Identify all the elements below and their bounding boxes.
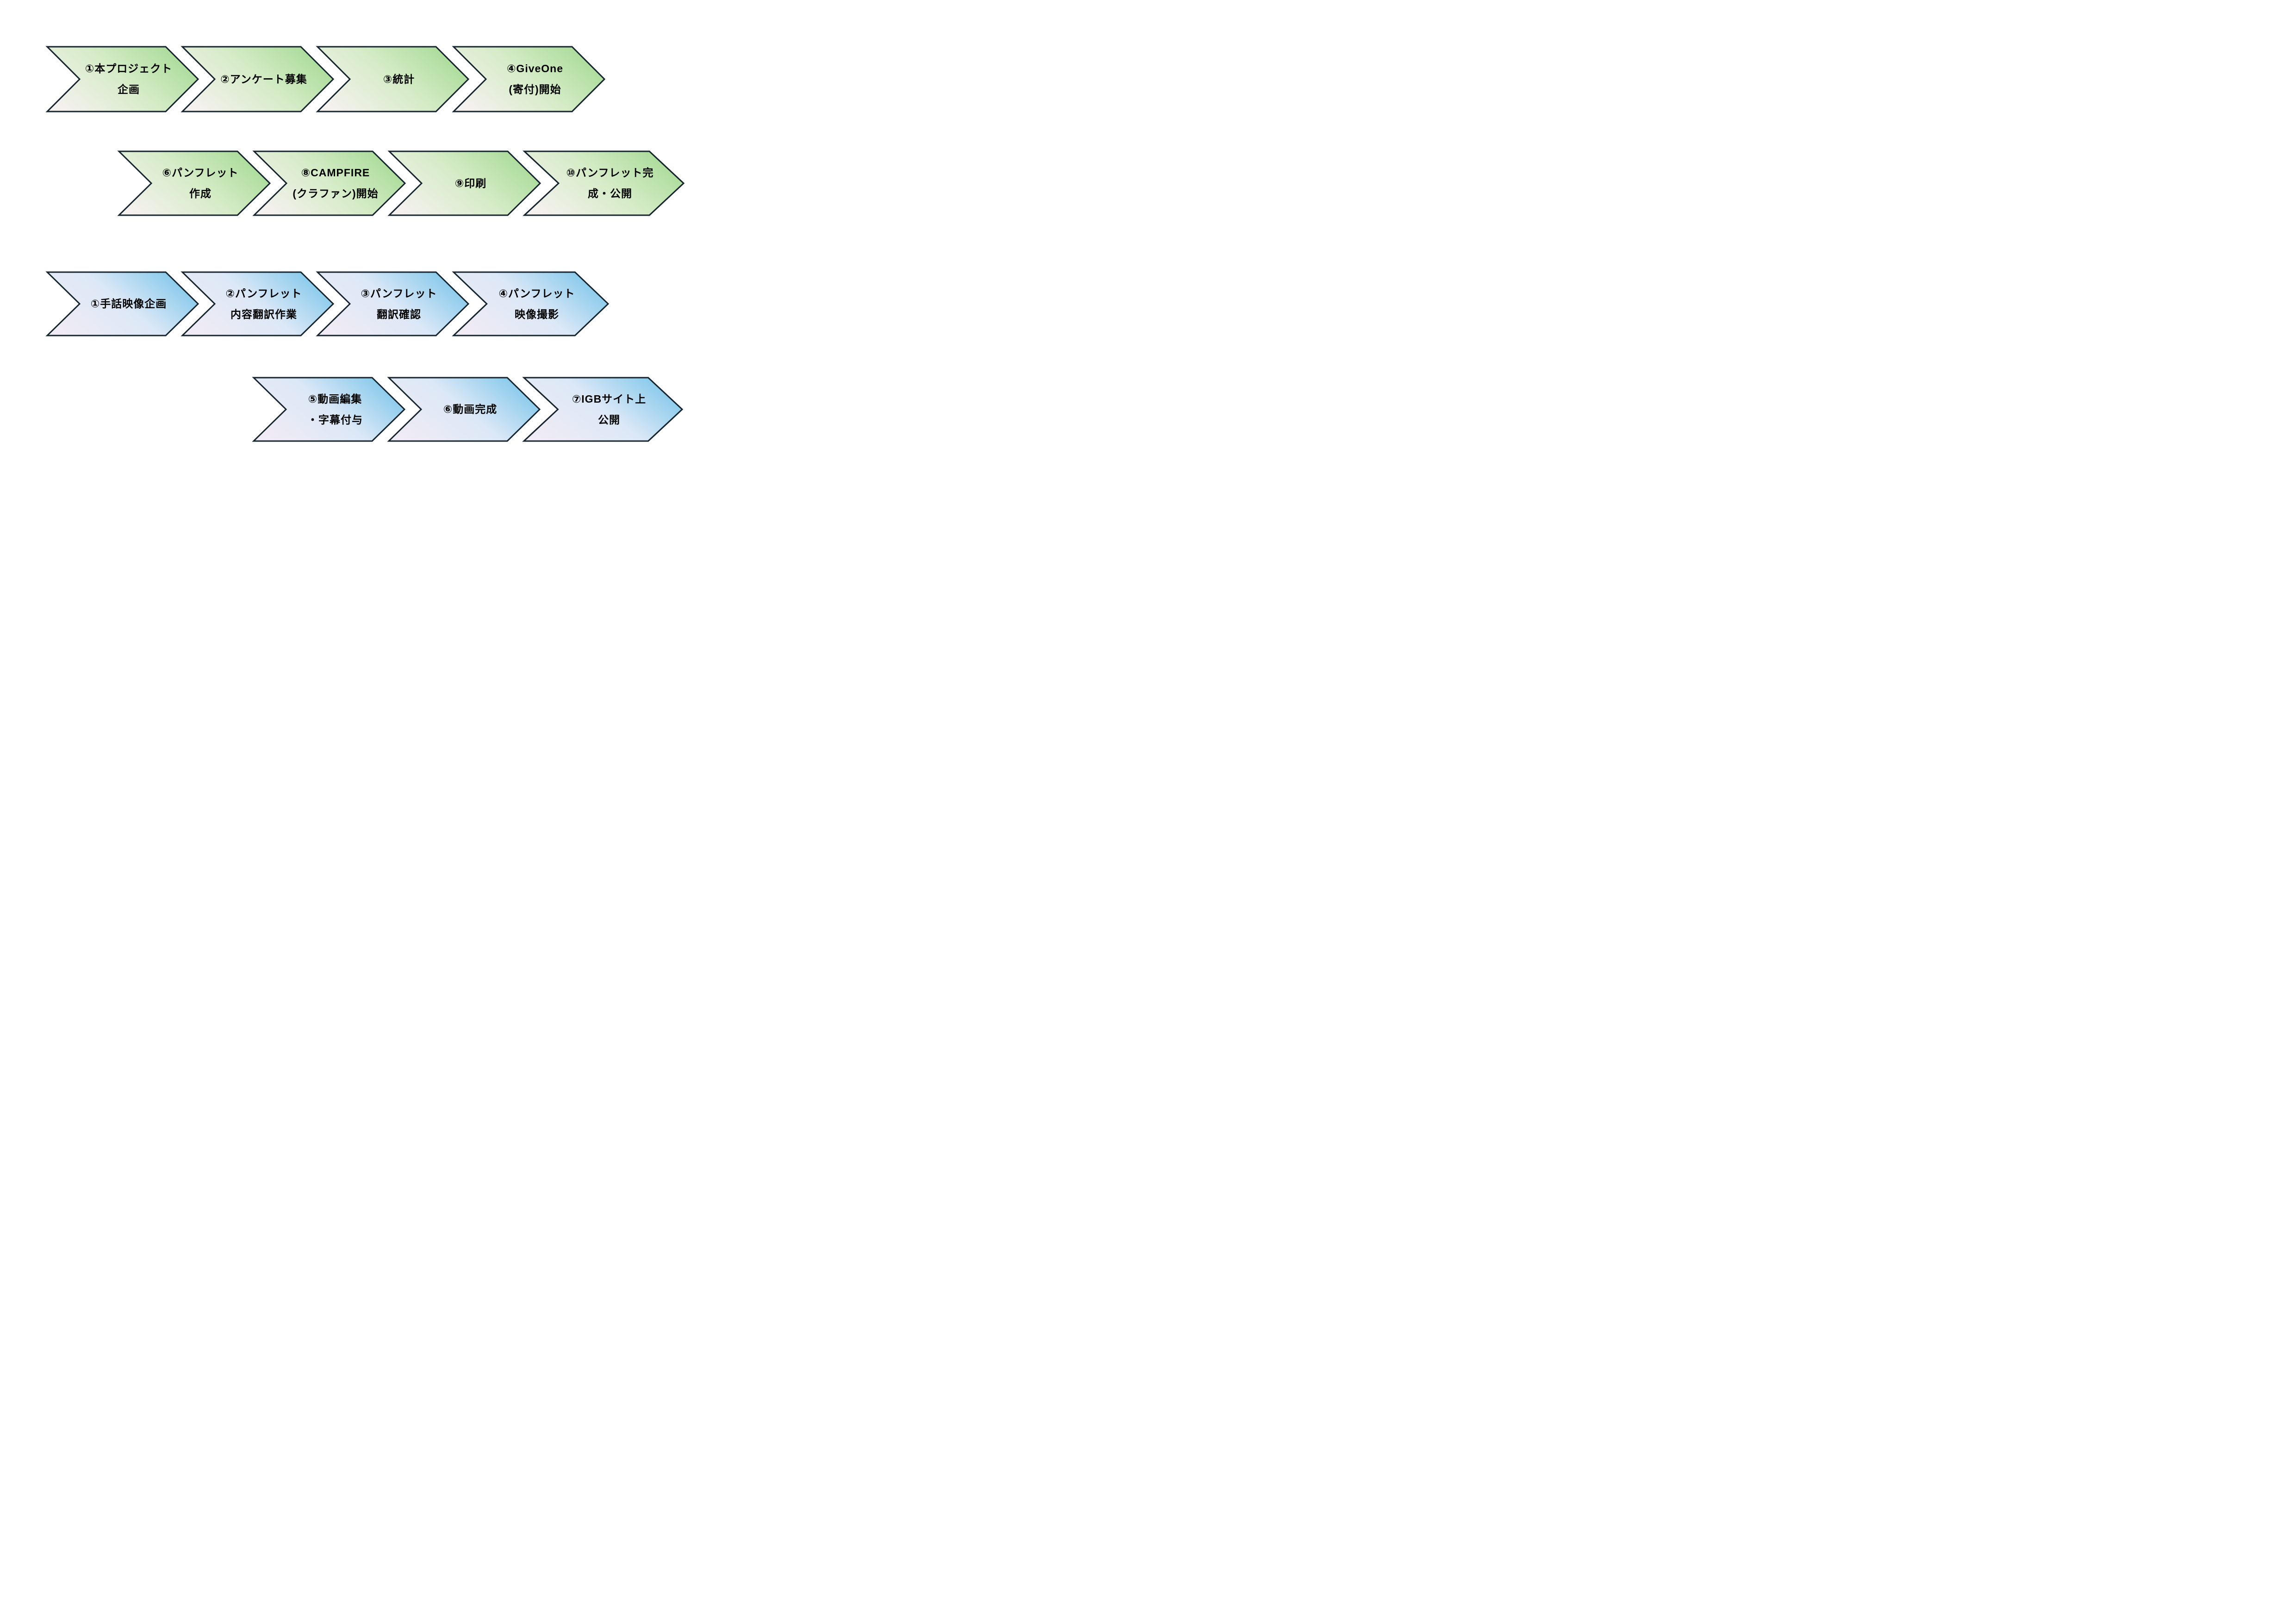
step-arrow: ⑦IGBサイト上 公開 — [522, 377, 684, 442]
step-label: ③パンフレット 翻訳確認 — [361, 287, 437, 320]
chevron-shape-icon — [523, 150, 685, 216]
step-label: ⑧CAMPFIRE (クラファン)開始 — [292, 167, 379, 199]
chevron-shape-icon — [316, 271, 470, 336]
step-arrow: ①手話映像企画 — [45, 271, 199, 336]
step-arrow: ⑥パンフレット 作成 — [117, 150, 271, 216]
step-label: ④パンフレット 映像撮影 — [498, 287, 575, 320]
chevron-shape-icon — [45, 271, 199, 336]
chevron-shape-icon — [452, 46, 606, 112]
step-arrow: ⑧CAMPFIRE (クラファン)開始 — [252, 150, 406, 216]
step-label: ⑤動画編集 ・字幕付与 — [307, 392, 363, 426]
step-arrow: ②アンケート募集 — [180, 46, 335, 112]
step-arrow: ⑨印刷 — [387, 150, 541, 216]
chevron-shape-icon — [387, 377, 541, 442]
step-label: ④GiveOne (寄付)開始 — [506, 62, 564, 95]
step-label: ⑦IGBサイト上 公開 — [572, 392, 647, 426]
step-label: ②アンケート募集 — [220, 73, 307, 85]
flowchart-canvas: ①本プロジェクト 企画 ②アンケート募集 ③統計 ④GiveOne (寄付)開始… — [0, 0, 765, 541]
chevron-shape-icon — [252, 377, 406, 442]
step-arrow: ②パンフレット 内容翻訳作業 — [180, 271, 335, 336]
chevron-shape-icon — [316, 46, 470, 112]
chevron-shape-icon — [522, 377, 684, 442]
step-label: ⑩パンフレット完 成・公開 — [566, 167, 654, 199]
step-arrow: ⑤動画編集 ・字幕付与 — [252, 377, 406, 442]
step-label: ①本プロジェクト 企画 — [85, 62, 173, 95]
step-arrow: ③パンフレット 翻訳確認 — [316, 271, 470, 336]
chevron-shape-icon — [117, 150, 271, 216]
chevron-shape-icon — [252, 150, 406, 216]
chevron-shape-icon — [180, 46, 335, 112]
chevron-shape-icon — [452, 271, 610, 336]
step-label: ①手話映像企画 — [90, 298, 167, 310]
step-arrow: ④パンフレット 映像撮影 — [452, 271, 610, 336]
chevron-shape-icon — [387, 150, 541, 216]
step-label: ③統計 — [383, 73, 415, 85]
step-arrow: ④GiveOne (寄付)開始 — [452, 46, 606, 112]
step-label: ②パンフレット 内容翻訳作業 — [225, 287, 302, 320]
step-arrow: ⑩パンフレット完 成・公開 — [523, 150, 685, 216]
step-label: ⑥パンフレット 作成 — [162, 167, 239, 199]
chevron-shape-icon — [45, 46, 199, 112]
step-arrow: ①本プロジェクト 企画 — [45, 46, 199, 112]
chevron-shape-icon — [180, 271, 335, 336]
step-label: ⑥動画完成 — [443, 403, 498, 416]
step-arrow: ⑥動画完成 — [387, 377, 541, 442]
step-label: ⑨印刷 — [454, 177, 487, 189]
step-arrow: ③統計 — [316, 46, 470, 112]
